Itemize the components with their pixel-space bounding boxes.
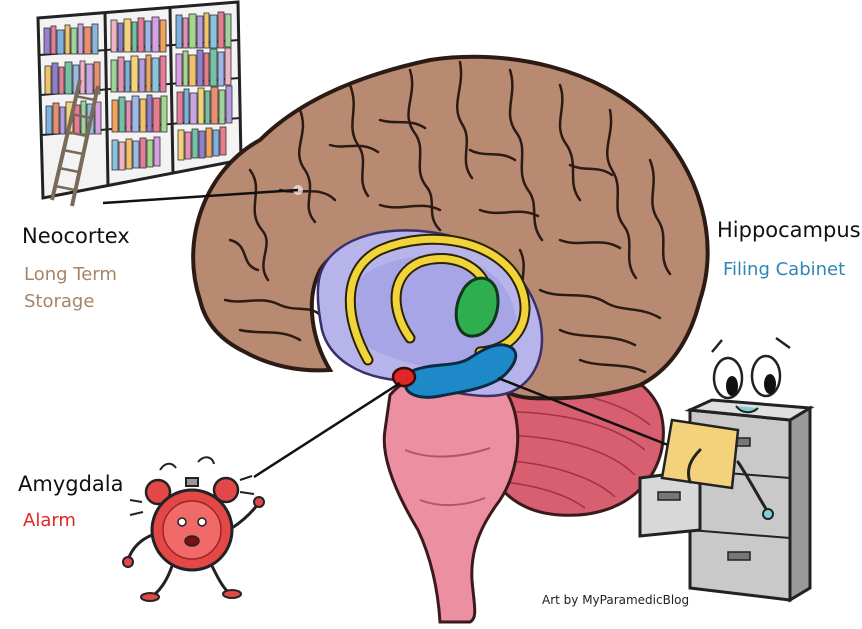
- hippocampus-sublabel: Filing Cabinet: [723, 256, 845, 283]
- neocortex-sublabel: Long Term Storage: [24, 261, 134, 315]
- artist-credit: Art by MyParamedicBlog: [542, 593, 689, 607]
- amygdala-sublabel: Alarm: [23, 507, 76, 534]
- amygdala-label: Amygdala: [18, 472, 123, 496]
- hippocampus-label: Hippocampus: [717, 218, 861, 242]
- brainstem: [384, 370, 518, 622]
- amygdala: [393, 368, 415, 386]
- alarm-clock-icon: [123, 457, 264, 601]
- bookshelf-icon: [38, 2, 241, 206]
- neocortex-label: Neocortex: [22, 224, 130, 248]
- filing-cabinet-icon: [640, 338, 810, 600]
